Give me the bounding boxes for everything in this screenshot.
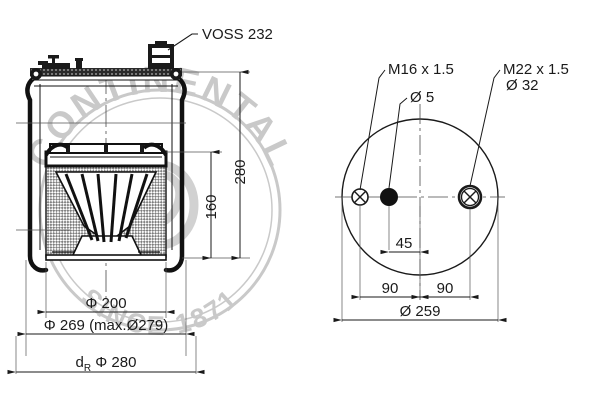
dia5-leader-line (388, 97, 408, 189)
m22-port-marker (457, 184, 483, 210)
bead-ring-right-bore (173, 71, 179, 77)
piston-stud-center (104, 145, 108, 153)
m16-leader-line (359, 69, 386, 191)
cross-section-side-view: VOSS 232 (7, 26, 273, 375)
rolling-diameter-subscript: R (84, 363, 91, 374)
dia5-hole-marker (380, 188, 398, 206)
bellows-right-wall (163, 75, 187, 273)
plate-diameter-label: Ø 259 (400, 303, 441, 320)
left-bolt-spacing-dimension: 90 (351, 280, 429, 300)
circular-end-plate-view: M16 x 1.5 Ø 5 M22 x 1.5 Ø 32 45 90 9 (333, 61, 569, 323)
bead-ring-left-bore (33, 71, 39, 77)
offset-45-label: 45 (396, 235, 413, 252)
m22-leader-line (469, 69, 501, 187)
bellows-left-wall (25, 75, 49, 273)
piston-diameter-dimension: Φ 200 (37, 295, 175, 315)
right-bolt-spacing-label: 90 (437, 280, 454, 297)
rolling-diameter-prefix: d (76, 354, 84, 371)
overall-height-label: 280 (232, 159, 249, 184)
plate-diameter-dimension: Ø 259 (333, 303, 507, 323)
voss-232-connector (148, 41, 174, 69)
plate-extension-lines (341, 197, 499, 322)
dia5-hole-label: Ø 5 (410, 89, 434, 106)
top-plate-knurl (31, 69, 181, 75)
top-plate-underside (31, 75, 181, 81)
rolling-diameter-dimension: dR Φ 280 (7, 336, 205, 375)
piston-diameter-label: Φ 200 (85, 295, 126, 312)
piston-stud-right (140, 145, 144, 153)
rolling-diameter-label: dR Φ 280 (76, 354, 137, 374)
dia32-bore-label: Ø 32 (506, 77, 539, 94)
piston-bottom-cavity (70, 235, 144, 258)
bellows-diameter-dimension: Φ 269 (max.Ø279) (17, 317, 195, 337)
bellows-diameter-label: Φ 269 (max.Ø279) (44, 317, 169, 334)
right-bolt-spacing-dimension: 90 (411, 280, 479, 300)
piston-height-dimension: 160 (202, 149, 220, 261)
voss-232-label: VOSS 232 (202, 26, 273, 43)
m16-thread-label: M16 x 1.5 (388, 61, 454, 78)
piston-assembly (44, 142, 168, 261)
m16-port-marker (351, 188, 369, 206)
overall-height-dimension: 280 (231, 69, 249, 261)
rolling-lobe-left (44, 142, 70, 157)
piston-top-cap (44, 150, 168, 168)
rolling-diameter-value: Φ 280 (95, 354, 136, 371)
rolling-lobe-right (142, 142, 168, 157)
offset-45-dimension: 45 (380, 235, 429, 255)
top-bead-plate (30, 68, 182, 76)
piston-base-plate (45, 254, 167, 261)
piston-ribs (64, 173, 149, 243)
piston-height-label: 160 (203, 194, 220, 219)
voss-232-leader-line (167, 33, 198, 51)
piston-stud-left (66, 145, 70, 153)
top-plate-fittings (38, 55, 83, 69)
left-bolt-spacing-label: 90 (382, 280, 399, 297)
m22-thread-label: M22 x 1.5 (503, 61, 569, 78)
